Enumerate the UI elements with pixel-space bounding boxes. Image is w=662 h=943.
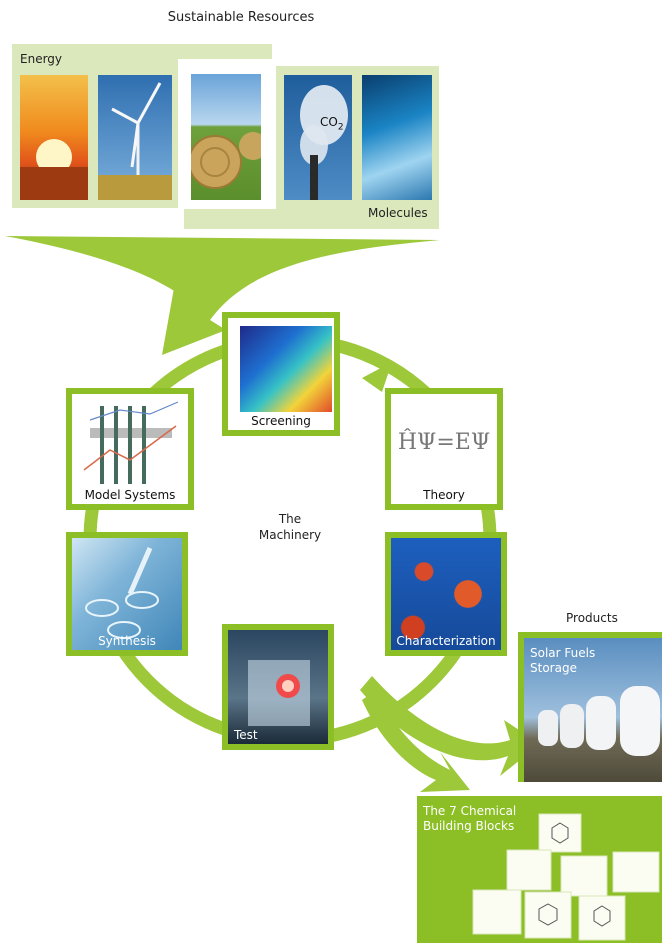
solar-fuels-line2: Storage: [530, 661, 577, 675]
tile-synthesis: Synthesis: [66, 532, 188, 656]
test-photo: [228, 630, 328, 744]
wind-turbine-photo: [98, 75, 172, 200]
building-blocks-line2: Building Blocks: [423, 819, 515, 833]
blocks-arrow: [362, 690, 470, 792]
sunset-photo: [20, 75, 88, 200]
tile-theory: ĤΨ=EΨ Theory: [385, 388, 503, 510]
products-arrow: [360, 676, 540, 776]
cycle-arrowhead: [362, 362, 392, 392]
sun-icon: [20, 139, 88, 200]
tile-theory-label: Theory: [391, 486, 497, 504]
tile-model-systems-label: Model Systems: [72, 486, 188, 504]
resources-input-arrow: [5, 236, 440, 355]
tile-model-systems: Model Systems: [66, 388, 194, 510]
wells-icon: [85, 547, 159, 639]
machinery-label-line1: The: [278, 512, 302, 526]
molecules-label: Molecules: [368, 206, 428, 220]
energy-label: Energy: [20, 52, 63, 66]
tile-test-label: Test: [234, 728, 258, 742]
machinery-label-line2: Machinery: [258, 528, 322, 542]
machinery-center-label: The Machinery: [248, 511, 332, 543]
chimney-photo: CO2: [284, 75, 352, 200]
storage-tank-icon: [538, 686, 660, 756]
products-title: Products: [566, 611, 618, 625]
smoke-icon: [300, 85, 348, 200]
solar-fuels-storage-tile: Solar Fuels Storage: [518, 632, 662, 782]
hay-bale-icon: [191, 132, 261, 189]
screening-plot: [240, 326, 332, 412]
tile-characterization-label: Characterization: [396, 634, 496, 648]
page-title: Sustainable Resources: [167, 10, 315, 25]
tile-screening: Screening: [222, 312, 340, 436]
solar-fuels-label: Solar Fuels Storage: [530, 646, 595, 676]
wind-turbine-icon: [98, 82, 172, 200]
theory-formula: ĤΨ=EΨ: [397, 430, 491, 455]
chemical-cubes-graphic: [472, 813, 660, 941]
co2-text: CO: [320, 115, 338, 129]
model-systems-graphic: [83, 401, 179, 484]
co2-subscript: 2: [337, 122, 344, 133]
tile-synthesis-label: Synthesis: [98, 634, 156, 648]
water-photo: [362, 75, 432, 200]
glowing-device-icon: [248, 660, 310, 726]
building-blocks-tile: The 7 Chemical Building Blocks: [417, 796, 662, 943]
tile-test: Test: [222, 624, 334, 750]
storage-tanks-photo: [524, 638, 662, 782]
tile-characterization: Characterization: [385, 532, 507, 656]
characterization-map: [391, 538, 501, 650]
building-blocks-line1: The 7 Chemical: [423, 804, 517, 818]
building-blocks-label: The 7 Chemical Building Blocks: [423, 804, 516, 834]
synthesis-photo: [72, 538, 182, 650]
hay-bales-photo: [191, 74, 261, 200]
solar-fuels-line1: Solar Fuels: [530, 646, 596, 660]
tile-screening-label: Screening: [228, 412, 334, 430]
